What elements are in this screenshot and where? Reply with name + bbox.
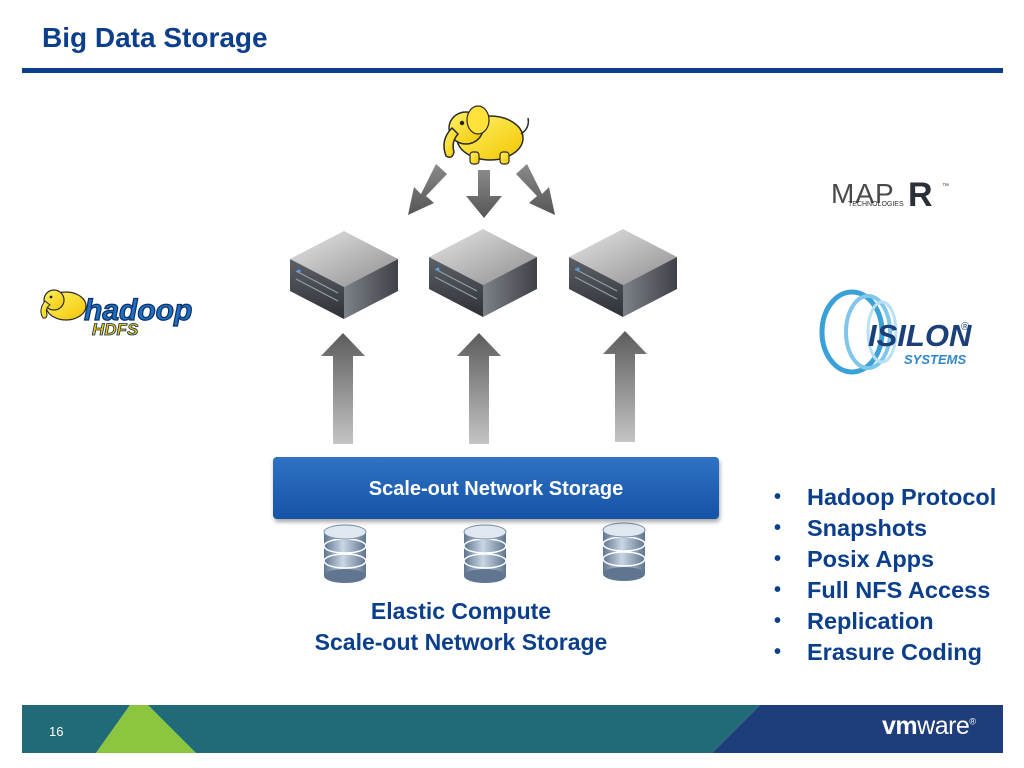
- mapr-subtitle: TECHNOLOGIES: [848, 201, 904, 208]
- server-icon: [429, 229, 537, 317]
- bullet-icon: •: [774, 579, 782, 601]
- page-title: Big Data Storage: [42, 22, 268, 53]
- up-arrow-icon: [457, 333, 501, 444]
- vmware-logo-ware: ware: [917, 712, 970, 740]
- storage-bar-label: Scale-out Network Storage: [368, 478, 624, 500]
- feature-label: Hadoop Protocol: [807, 484, 997, 510]
- vmware-logo: vmware®: [882, 712, 976, 741]
- mapr-trademark: ™: [942, 183, 949, 190]
- down-arrow-icon: [408, 164, 447, 215]
- down-arrow-icon: [466, 170, 502, 218]
- feature-label: Posix Apps: [807, 546, 935, 572]
- feature-item: • Replication: [772, 606, 996, 637]
- vmware-logo-vm: vm: [882, 712, 918, 740]
- up-arrow-icon: [603, 331, 647, 442]
- scale-out-storage-bar: Scale-out Network Storage: [273, 457, 719, 519]
- server-icon: [290, 231, 398, 319]
- disk-stack-icon: [602, 522, 646, 581]
- feature-item: • Snapshots: [772, 513, 996, 544]
- caption-line-1: Elastic Compute: [370, 598, 552, 624]
- isilon-subtitle: SYSTEMS: [904, 352, 966, 367]
- feature-label: Replication: [807, 608, 934, 634]
- bullet-icon: •: [774, 517, 782, 539]
- feature-label: Full NFS Access: [807, 577, 991, 603]
- hadoop-elephant-icon: [443, 105, 530, 165]
- feature-label: Snapshots: [807, 515, 928, 541]
- bullet-icon: •: [774, 548, 782, 570]
- caption-line-2: Scale-out Network Storage: [314, 629, 608, 655]
- title-divider: [22, 68, 1003, 73]
- isilon-registered: ®: [961, 321, 969, 333]
- disk-stack-icon: [323, 524, 367, 583]
- isilon-wordmark: ISILON: [868, 318, 972, 353]
- vmware-logo-reg: ®: [969, 716, 976, 727]
- disk-stack-icon: [463, 524, 507, 583]
- server-icon: [569, 229, 677, 317]
- feature-list: •Hadoop Protocol •Snapshots •Posix Apps …: [772, 482, 996, 668]
- hadoop-wordmark: hadoop: [84, 294, 192, 327]
- feature-item: • Erasure Coding: [772, 637, 996, 668]
- bullet-icon: •: [774, 641, 782, 663]
- feature-item: • Posix Apps: [772, 544, 996, 575]
- up-arrow-icon: [321, 333, 365, 444]
- footer-band: [0, 705, 1024, 753]
- hadoop-hdfs-logo: hadoop HDFS: [40, 289, 193, 339]
- page-number: 16: [49, 724, 64, 739]
- down-arrow-icon: [516, 164, 555, 215]
- bullet-icon: •: [774, 486, 782, 508]
- mapr-wordmark: MAP: [831, 178, 895, 209]
- feature-label: Erasure Coding: [807, 639, 982, 665]
- feature-item: • Full NFS Access: [772, 575, 996, 606]
- feature-item: • Hadoop Protocol: [772, 482, 996, 513]
- isilon-logo: ISILON ® SYSTEMS: [819, 289, 972, 375]
- bullet-icon: •: [774, 610, 782, 632]
- hdfs-wordmark: HDFS: [92, 320, 139, 339]
- mapr-r-letter: R: [908, 176, 933, 214]
- mapr-logo: MAP R ™ TECHNOLOGIES: [831, 176, 949, 214]
